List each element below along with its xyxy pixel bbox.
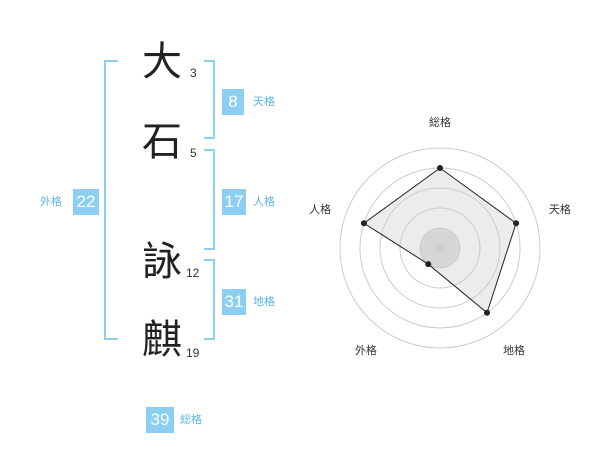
radar-grid-ring <box>379 187 501 309</box>
stroke-count-3: 12 <box>186 266 200 280</box>
stroke-count-1: 3 <box>190 66 197 80</box>
radar-point-2 <box>513 220 520 227</box>
tenkaku-label: 天格 <box>253 95 275 108</box>
stroke-count-4: 19 <box>186 346 200 360</box>
name-char-3: 詠 <box>142 239 182 285</box>
jinkaku-value: 17 <box>222 189 246 215</box>
stroke-count-2: 5 <box>190 146 197 160</box>
gaikaku-bracket <box>104 60 118 340</box>
soukaku-value: 39 <box>146 407 174 433</box>
tenkaku-bracket <box>204 60 215 139</box>
radar-point-5 <box>360 220 367 227</box>
radar-grid-ring <box>339 147 541 349</box>
soukaku-label: 総格 <box>180 413 202 426</box>
radar-point-4 <box>425 261 432 268</box>
radar-axis-label-2: 天格 <box>549 202 571 216</box>
tenkaku-value: 8 <box>222 89 244 115</box>
gaikaku-value: 22 <box>73 189 99 215</box>
chikaku-bracket <box>204 259 215 340</box>
radar-axis-label-3: 地格 <box>503 343 525 357</box>
radar-series-polygon <box>363 167 517 314</box>
chikaku-label: 地格 <box>253 295 275 308</box>
name-char-4: 麒 <box>142 317 182 363</box>
chikaku-value: 31 <box>222 289 246 315</box>
gaikaku-label: 外格 <box>40 195 62 208</box>
jinkaku-bracket <box>204 149 215 250</box>
radar-center <box>436 244 444 252</box>
name-char-2: 石 <box>142 119 182 165</box>
jinkaku-label: 人格 <box>253 195 275 208</box>
radar-grid-ring <box>399 207 481 289</box>
radar-axis-label-1: 総格 <box>429 115 451 129</box>
radar-axis-label-4: 外格 <box>355 343 377 357</box>
radar-axis-label-5: 人格 <box>309 202 331 216</box>
radar-point-1 <box>437 165 443 171</box>
radar-point-3 <box>484 309 491 316</box>
name-char-1: 大 <box>142 39 182 85</box>
